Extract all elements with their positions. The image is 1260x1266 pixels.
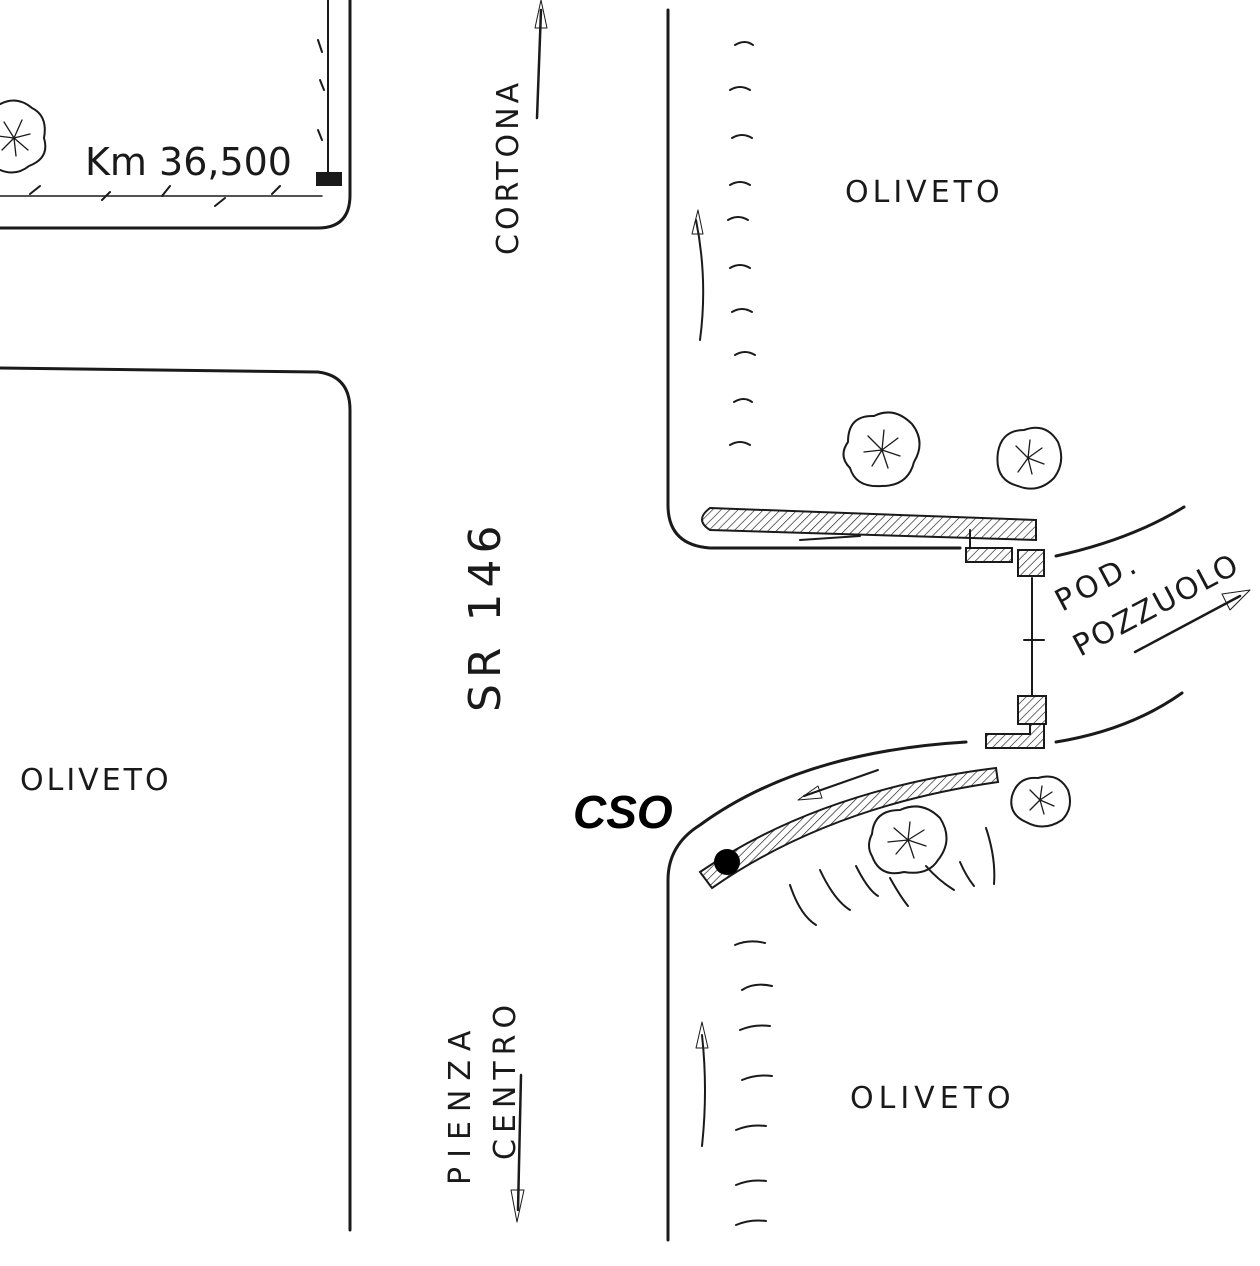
road-south-label-1: PIENZA: [443, 1022, 478, 1185]
block-top-left: [0, 0, 352, 230]
block-west: [0, 366, 352, 1232]
road-north-label-group: CORTONA: [491, 0, 548, 255]
arrow-north-icon: [535, 8, 543, 120]
road-east: [1054, 505, 1251, 744]
road-main-label: SR 146: [460, 520, 511, 712]
block-south-east: [666, 740, 1000, 1242]
area-ne-label: OLIVETO: [845, 175, 1004, 210]
road-south-label-group: PIENZA CENTRO: [443, 999, 525, 1223]
kerb-north-east: [701, 506, 1037, 542]
area-west-label: OLIVETO: [20, 763, 172, 798]
tree-icon: [842, 411, 921, 488]
tree-icon: [868, 805, 948, 875]
arrow-east-icon: [1133, 594, 1242, 654]
tree-icon: [996, 426, 1063, 490]
block-north-east: [666, 8, 962, 550]
km-marker-label: Km 36,500: [85, 140, 292, 184]
km-post-icon: [316, 172, 342, 186]
cso-marker-label: CSO: [573, 786, 673, 838]
road-north-label: CORTONA: [491, 79, 526, 255]
area-se-label: OLIVETO: [850, 1081, 1016, 1116]
cso-marker-dot[interactable]: [714, 849, 740, 875]
road-south-label-2: CENTRO: [488, 999, 523, 1160]
tree-icon: [1010, 775, 1071, 828]
arrow-south-icon: [516, 1073, 523, 1212]
gate-structure: [965, 529, 1047, 749]
tree-icon: [0, 99, 47, 174]
